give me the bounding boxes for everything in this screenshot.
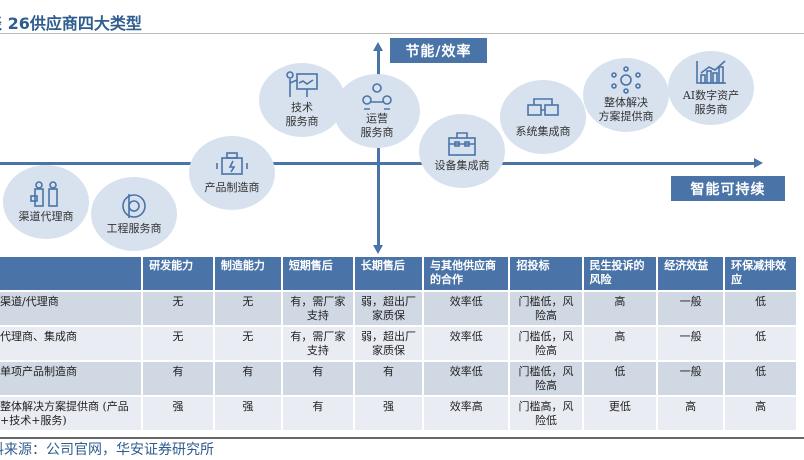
table-cell: 更低 — [582, 395, 659, 430]
node-label: 方案提供商 — [598, 110, 654, 123]
column-header: 短期售后 — [281, 257, 355, 291]
column-header — [0, 257, 144, 291]
arrow-up-icon — [373, 42, 383, 51]
node-label: 系统集成商 — [515, 125, 571, 138]
node-label: 服务商 — [694, 103, 728, 116]
table-cell: 无 — [213, 325, 283, 361]
column-header: 经济效益 — [657, 257, 726, 291]
column-header: 民生投诉的风险 — [582, 257, 659, 291]
hub-icon — [611, 66, 641, 94]
table-cell: 一般 — [657, 325, 726, 361]
table-cell: 有 — [213, 360, 283, 396]
row-label: 整体解决方案提供商 (产品+技术+服务) — [0, 395, 144, 430]
table-cell: 效率低 — [423, 290, 511, 326]
node-label: 整体解决 — [604, 96, 648, 109]
row-label: 代理商、集成商 — [0, 325, 144, 361]
table-cell: 门槛高，风险低 — [509, 395, 584, 430]
figure-title: 表 26供应商四大类型 — [0, 14, 142, 33]
table-cell: 有 — [281, 395, 355, 430]
node-label: AI数字资产 — [682, 89, 740, 102]
supplier-node: 工程服务商 — [91, 177, 177, 251]
node-label: 工程服务商 — [106, 222, 162, 235]
supplier-node: 整体解决方案提供商 — [583, 58, 669, 132]
table-row: 单项产品制造商有有有有效率低门槛低，风险高低一般低 — [0, 360, 798, 396]
column-header: 长期售后 — [353, 257, 425, 291]
node-label: 技术 — [291, 101, 313, 114]
table-cell: 有，需厂家支持 — [281, 290, 355, 326]
table-cell: 有 — [142, 360, 215, 396]
row-label: 单项产品制造商 — [0, 360, 144, 396]
table-cell: 门槛低，风险高 — [509, 325, 584, 361]
table-cell: 高 — [724, 395, 798, 430]
column-header: 研发能力 — [142, 257, 215, 291]
table-cell: 弱，超出厂家质保 — [353, 325, 425, 361]
supplier-node: 设备集成商 — [419, 114, 505, 188]
wrench-gear-icon — [122, 194, 146, 218]
supplier-node: 技术服务商 — [259, 63, 345, 137]
table-cell: 低 — [724, 360, 798, 396]
source-note: 资料来源：公司官网，华安证券研究所 — [0, 442, 214, 458]
table-cell: 一般 — [657, 290, 726, 326]
table-cell: 高 — [582, 290, 659, 326]
table-cell: 强 — [142, 395, 215, 430]
table-cell: 高 — [582, 325, 659, 361]
toolbox-icon — [448, 132, 476, 156]
table-cell: 效率低 — [423, 325, 511, 361]
supplier-node: 系统集成商 — [500, 80, 586, 154]
table-cell: 无 — [142, 325, 215, 361]
table-bottom-rule — [0, 437, 804, 439]
table-row: 整体解决方案提供商 (产品+技术+服务)强强有强效率高门槛高，风险低更低高高 — [0, 395, 798, 430]
node-label: 产品制造商 — [204, 181, 260, 194]
engine-icon — [216, 152, 248, 175]
node-label: 服务商 — [285, 115, 319, 128]
agents-icon — [30, 181, 58, 207]
table-cell: 有 — [353, 360, 425, 396]
table-row: 代理商、集成商无无有，需厂家支持弱，超出厂家质保效率低门槛低，风险高高一般低 — [0, 325, 798, 361]
arrow-down-icon — [373, 245, 383, 254]
supplier-node: 渠道代理商 — [3, 165, 89, 239]
title-divider — [0, 33, 804, 34]
table-cell: 强 — [353, 395, 425, 430]
table-cell: 弱，超出厂家质保 — [353, 290, 425, 326]
supplier-node: 产品制造商 — [189, 136, 275, 210]
supplier-node: 运营服务商 — [334, 74, 420, 148]
team-icon — [362, 83, 392, 110]
column-header: 制造能力 — [213, 257, 283, 291]
table-cell: 一般 — [657, 360, 726, 396]
bar-chart-icon — [696, 60, 726, 84]
vertical-axis — [377, 50, 380, 246]
table-cell: 无 — [142, 290, 215, 326]
node-label: 服务商 — [360, 126, 394, 139]
table-cell: 有，需厂家支持 — [281, 325, 355, 361]
arrow-right-icon — [754, 158, 763, 168]
column-header: 招投标 — [509, 257, 584, 291]
node-label: 设备集成商 — [434, 159, 490, 172]
table-cell: 低 — [724, 325, 798, 361]
table-row: 渠道/代理商无无有，需厂家支持弱，超出厂家质保效率低门槛低，风险高高一般低 — [0, 290, 798, 326]
table-cell: 高 — [657, 395, 726, 430]
table-cell: 门槛低，风险高 — [509, 290, 584, 326]
table-cell: 效率高 — [423, 395, 511, 430]
table-cell: 门槛低，风险高 — [509, 360, 584, 396]
horizontal-axis-label: 智能可持续 — [671, 176, 785, 201]
column-header: 与其他供应商的合作 — [423, 257, 511, 291]
supplier-node: AI数字资产服务商 — [668, 51, 754, 125]
table-cell: 强 — [213, 395, 283, 430]
table-cell: 效率低 — [423, 360, 511, 396]
row-label: 渠道/代理商 — [0, 290, 144, 326]
table-cell: 低 — [724, 290, 798, 326]
vertical-axis-label: 节能/效率 — [390, 38, 487, 63]
supplier-comparison-table: 研发能力制造能力短期售后长期售后与其他供应商的合作招投标民生投诉的风险经济效益环… — [0, 257, 798, 430]
presentation-icon — [286, 71, 318, 97]
table-cell: 无 — [213, 290, 283, 326]
column-header: 环保减排效应 — [724, 257, 798, 291]
node-label: 渠道代理商 — [18, 210, 74, 223]
table-cell: 有 — [281, 360, 355, 396]
node-label: 运营 — [366, 112, 388, 125]
network-monitors-icon — [527, 98, 559, 116]
table-cell: 低 — [582, 360, 659, 396]
